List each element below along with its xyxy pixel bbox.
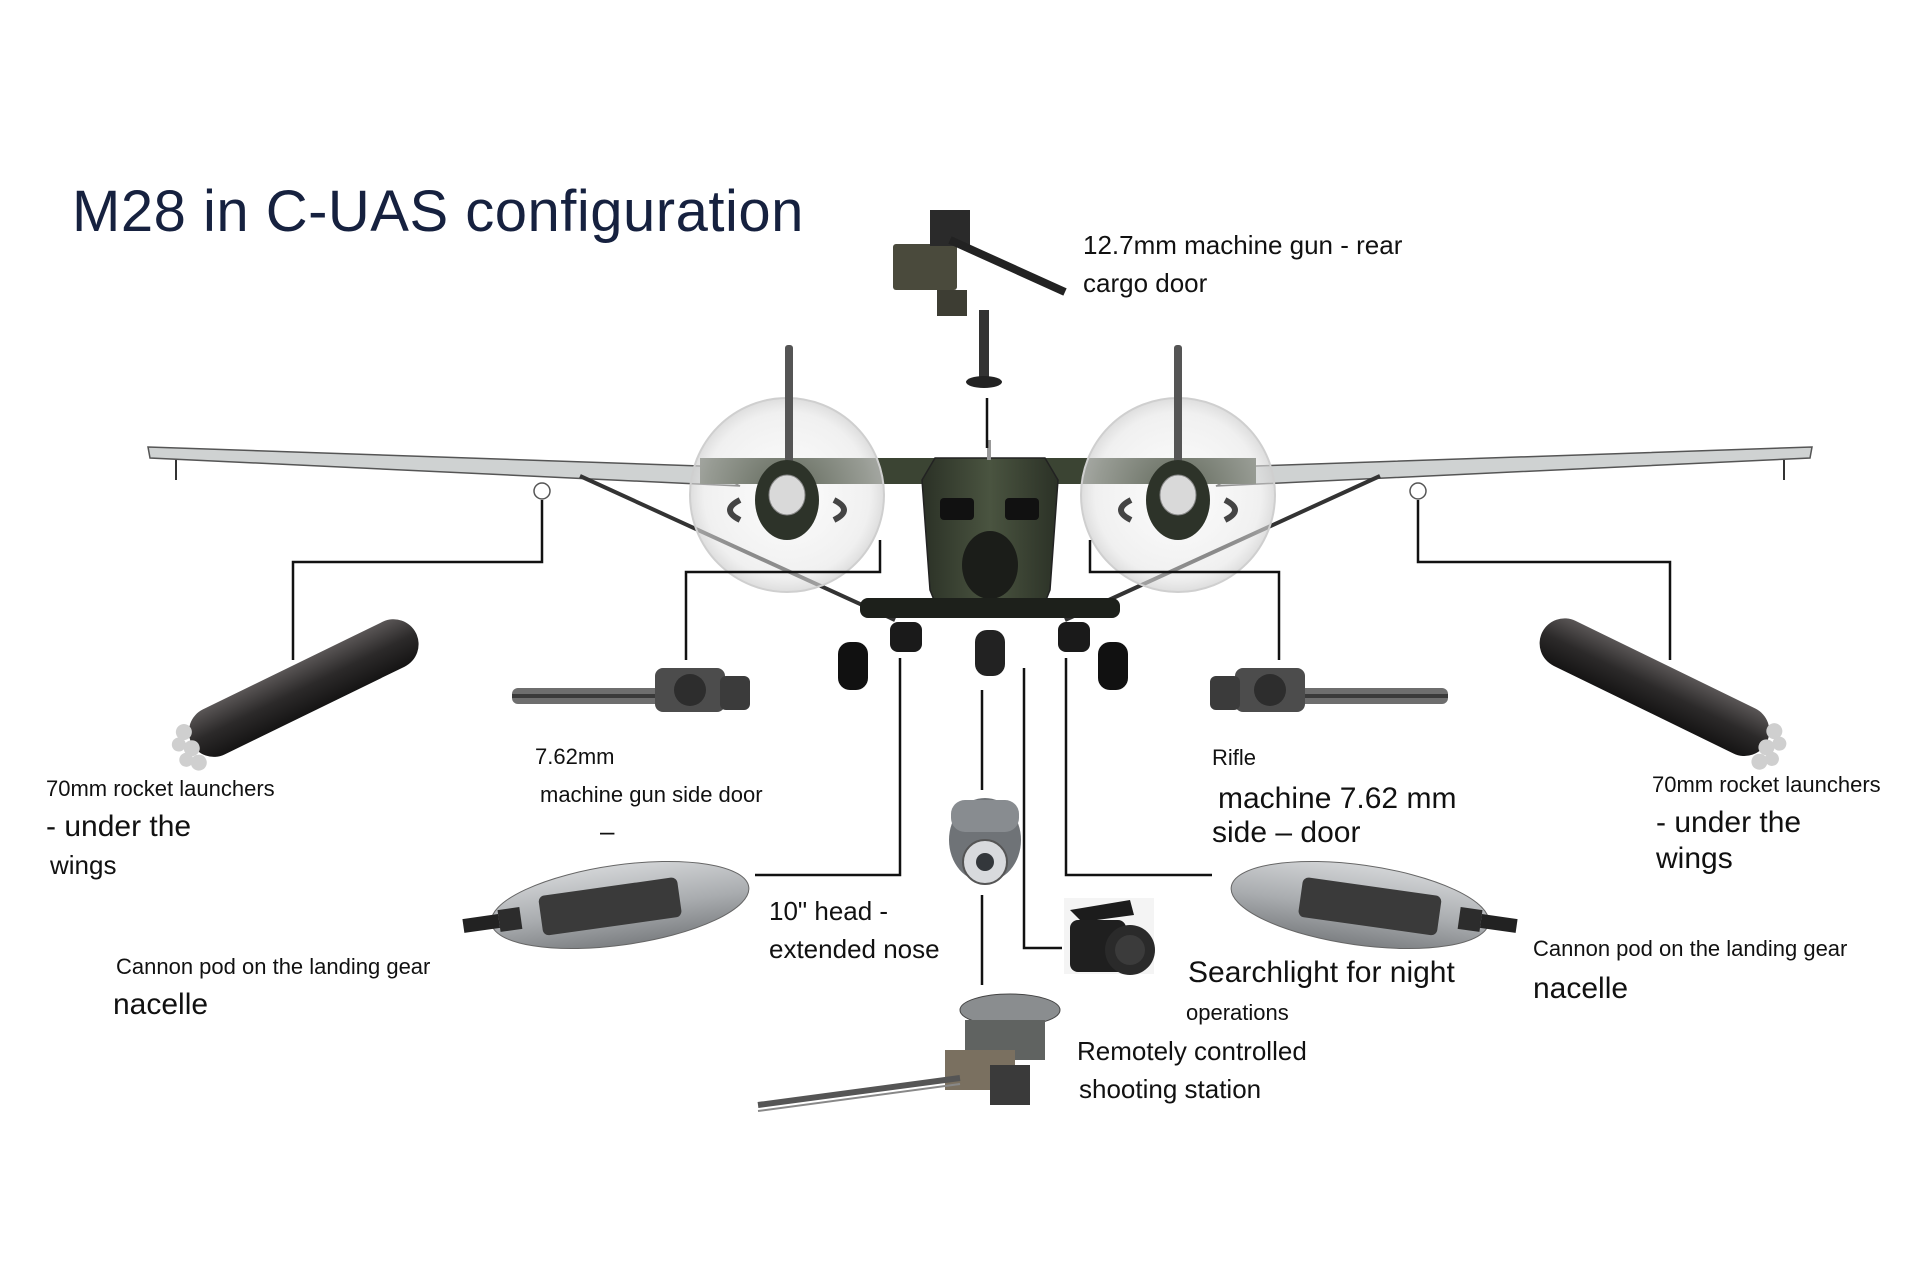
label-gun-rear-line2: cargo door (1083, 268, 1208, 298)
label-rocket-left-line3: wings (50, 850, 117, 880)
label-station-line1: Remotely controlled (1077, 1036, 1307, 1066)
label-mg-left-line1: 7.62mm (535, 744, 615, 769)
label-rocket-left-line1: 70mm rocket launchers (46, 776, 275, 801)
label-rocket-left-line2: - under the (46, 810, 192, 843)
left-engine (689, 345, 885, 593)
label-cannon-right-line1: Cannon pod on the landing gear (1533, 936, 1848, 961)
cannon-pod-right-icon (1230, 860, 1518, 950)
minigun-right-icon (1210, 668, 1448, 712)
label-rocket-right-line2: - under the (1656, 806, 1802, 839)
sensor-head-icon (949, 798, 1021, 885)
label-cannon-left-line1: Cannon pod on the landing gear (116, 954, 431, 979)
cannon-pod-left-icon (462, 860, 750, 950)
label-head-line2: extended nose (769, 934, 940, 964)
label-searchlight-line2: operations (1186, 1000, 1289, 1025)
right-engine (1080, 345, 1276, 593)
label-mg-left-line3: – (600, 816, 615, 846)
searchlight-icon (1064, 898, 1155, 975)
label-rifle-right-line3: side – door (1212, 816, 1361, 849)
shooting-station-icon (757, 993, 1061, 1112)
label-searchlight-line1: Searchlight for night (1188, 956, 1455, 989)
label-cannon-right-line2: nacelle (1533, 972, 1629, 1005)
label-head-line1: 10" head - (769, 896, 889, 926)
landing-gear (838, 622, 1128, 690)
label-rifle-right-line1: Rifle (1212, 745, 1257, 770)
label-mg-left-line2: machine gun side door (540, 782, 763, 807)
label-rocket-right-line3: wings (1656, 842, 1733, 875)
page-title: M28 in C-UAS configuration (72, 179, 804, 244)
label-gun-rear-line1: 12.7mm machine gun - rear (1083, 230, 1403, 260)
minigun-left-icon (512, 668, 750, 712)
label-station-line2: shooting station (1079, 1074, 1262, 1104)
label-rifle-right-line2: machine 7.62 mm (1218, 782, 1457, 815)
rocket-launcher-left-icon (171, 619, 419, 771)
label-cannon-left-line2: nacelle (113, 988, 209, 1021)
heavy-machine-gun-icon (893, 210, 1067, 388)
fuselage (860, 440, 1120, 618)
rocket-launcher-right-icon (1539, 618, 1787, 770)
label-rocket-right-line1: 70mm rocket launchers (1652, 772, 1881, 797)
callout-lines (291, 398, 1672, 985)
